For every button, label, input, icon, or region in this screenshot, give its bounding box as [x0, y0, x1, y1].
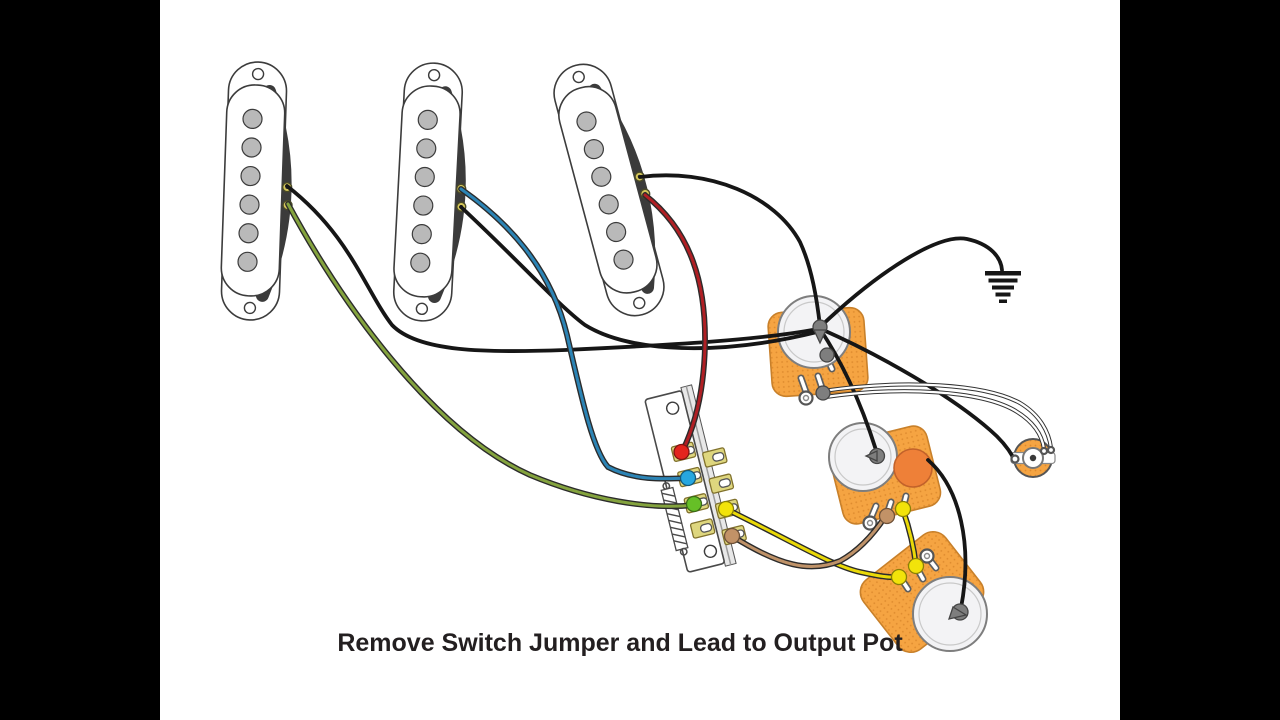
wire-bridge-hot-red: [643, 193, 707, 452]
tone1-joint-yellow: [894, 500, 912, 518]
wire-bridge-ground: [638, 173, 822, 328]
volume-output-lug-joint: [815, 385, 831, 401]
wire-cap-to-tone2: [926, 458, 968, 610]
tone2-joint-yellow-1: [907, 557, 925, 575]
jack-tip-eyelet-2: [1039, 446, 1049, 456]
wire-to-ground-symbol: [818, 236, 1004, 329]
switch-joint-tan: [723, 527, 741, 545]
switch-joint-green: [685, 495, 703, 513]
switch-joint-red: [673, 443, 690, 461]
tone-capacitor: [893, 448, 933, 488]
letterbox-left: [0, 0, 160, 720]
wire-pot-to-tone1: [818, 327, 878, 452]
tone1-joint-tan: [878, 507, 896, 525]
neck-pickup: [220, 61, 297, 321]
letterbox-right: [1120, 0, 1280, 720]
jack-hole: [1029, 454, 1037, 462]
tone2-joint-yellow-2: [890, 568, 908, 586]
wire-neck-hot-green: [286, 202, 696, 508]
wire-jack-lead-1: [821, 383, 1053, 450]
wire-middle-ground: [459, 205, 819, 351]
diagram-caption: Remove Switch Jumper and Lead to Output …: [337, 629, 903, 657]
solder-joints: [673, 319, 1056, 621]
jack-tip-eyelet-1: [1046, 445, 1056, 455]
ground-symbol: [985, 271, 1021, 303]
wire-switch-to-tone1-tan: [730, 515, 887, 568]
jack-sleeve-eyelet: [1010, 454, 1020, 464]
wire-switch-to-tone2-yellow: [724, 507, 901, 579]
wire-pot-to-jack: [819, 327, 1015, 459]
wire-jack-lead-2: [823, 390, 1046, 451]
volume-case-lug-joint: [819, 347, 835, 363]
switch-joint-blue: [679, 469, 697, 487]
wires: [285, 173, 1054, 610]
wire-middle-hot-blue: [459, 187, 690, 481]
wire-neck-ground: [285, 184, 820, 354]
bridge-pickup: [547, 55, 680, 322]
switch-joint-yellow: [717, 500, 735, 518]
